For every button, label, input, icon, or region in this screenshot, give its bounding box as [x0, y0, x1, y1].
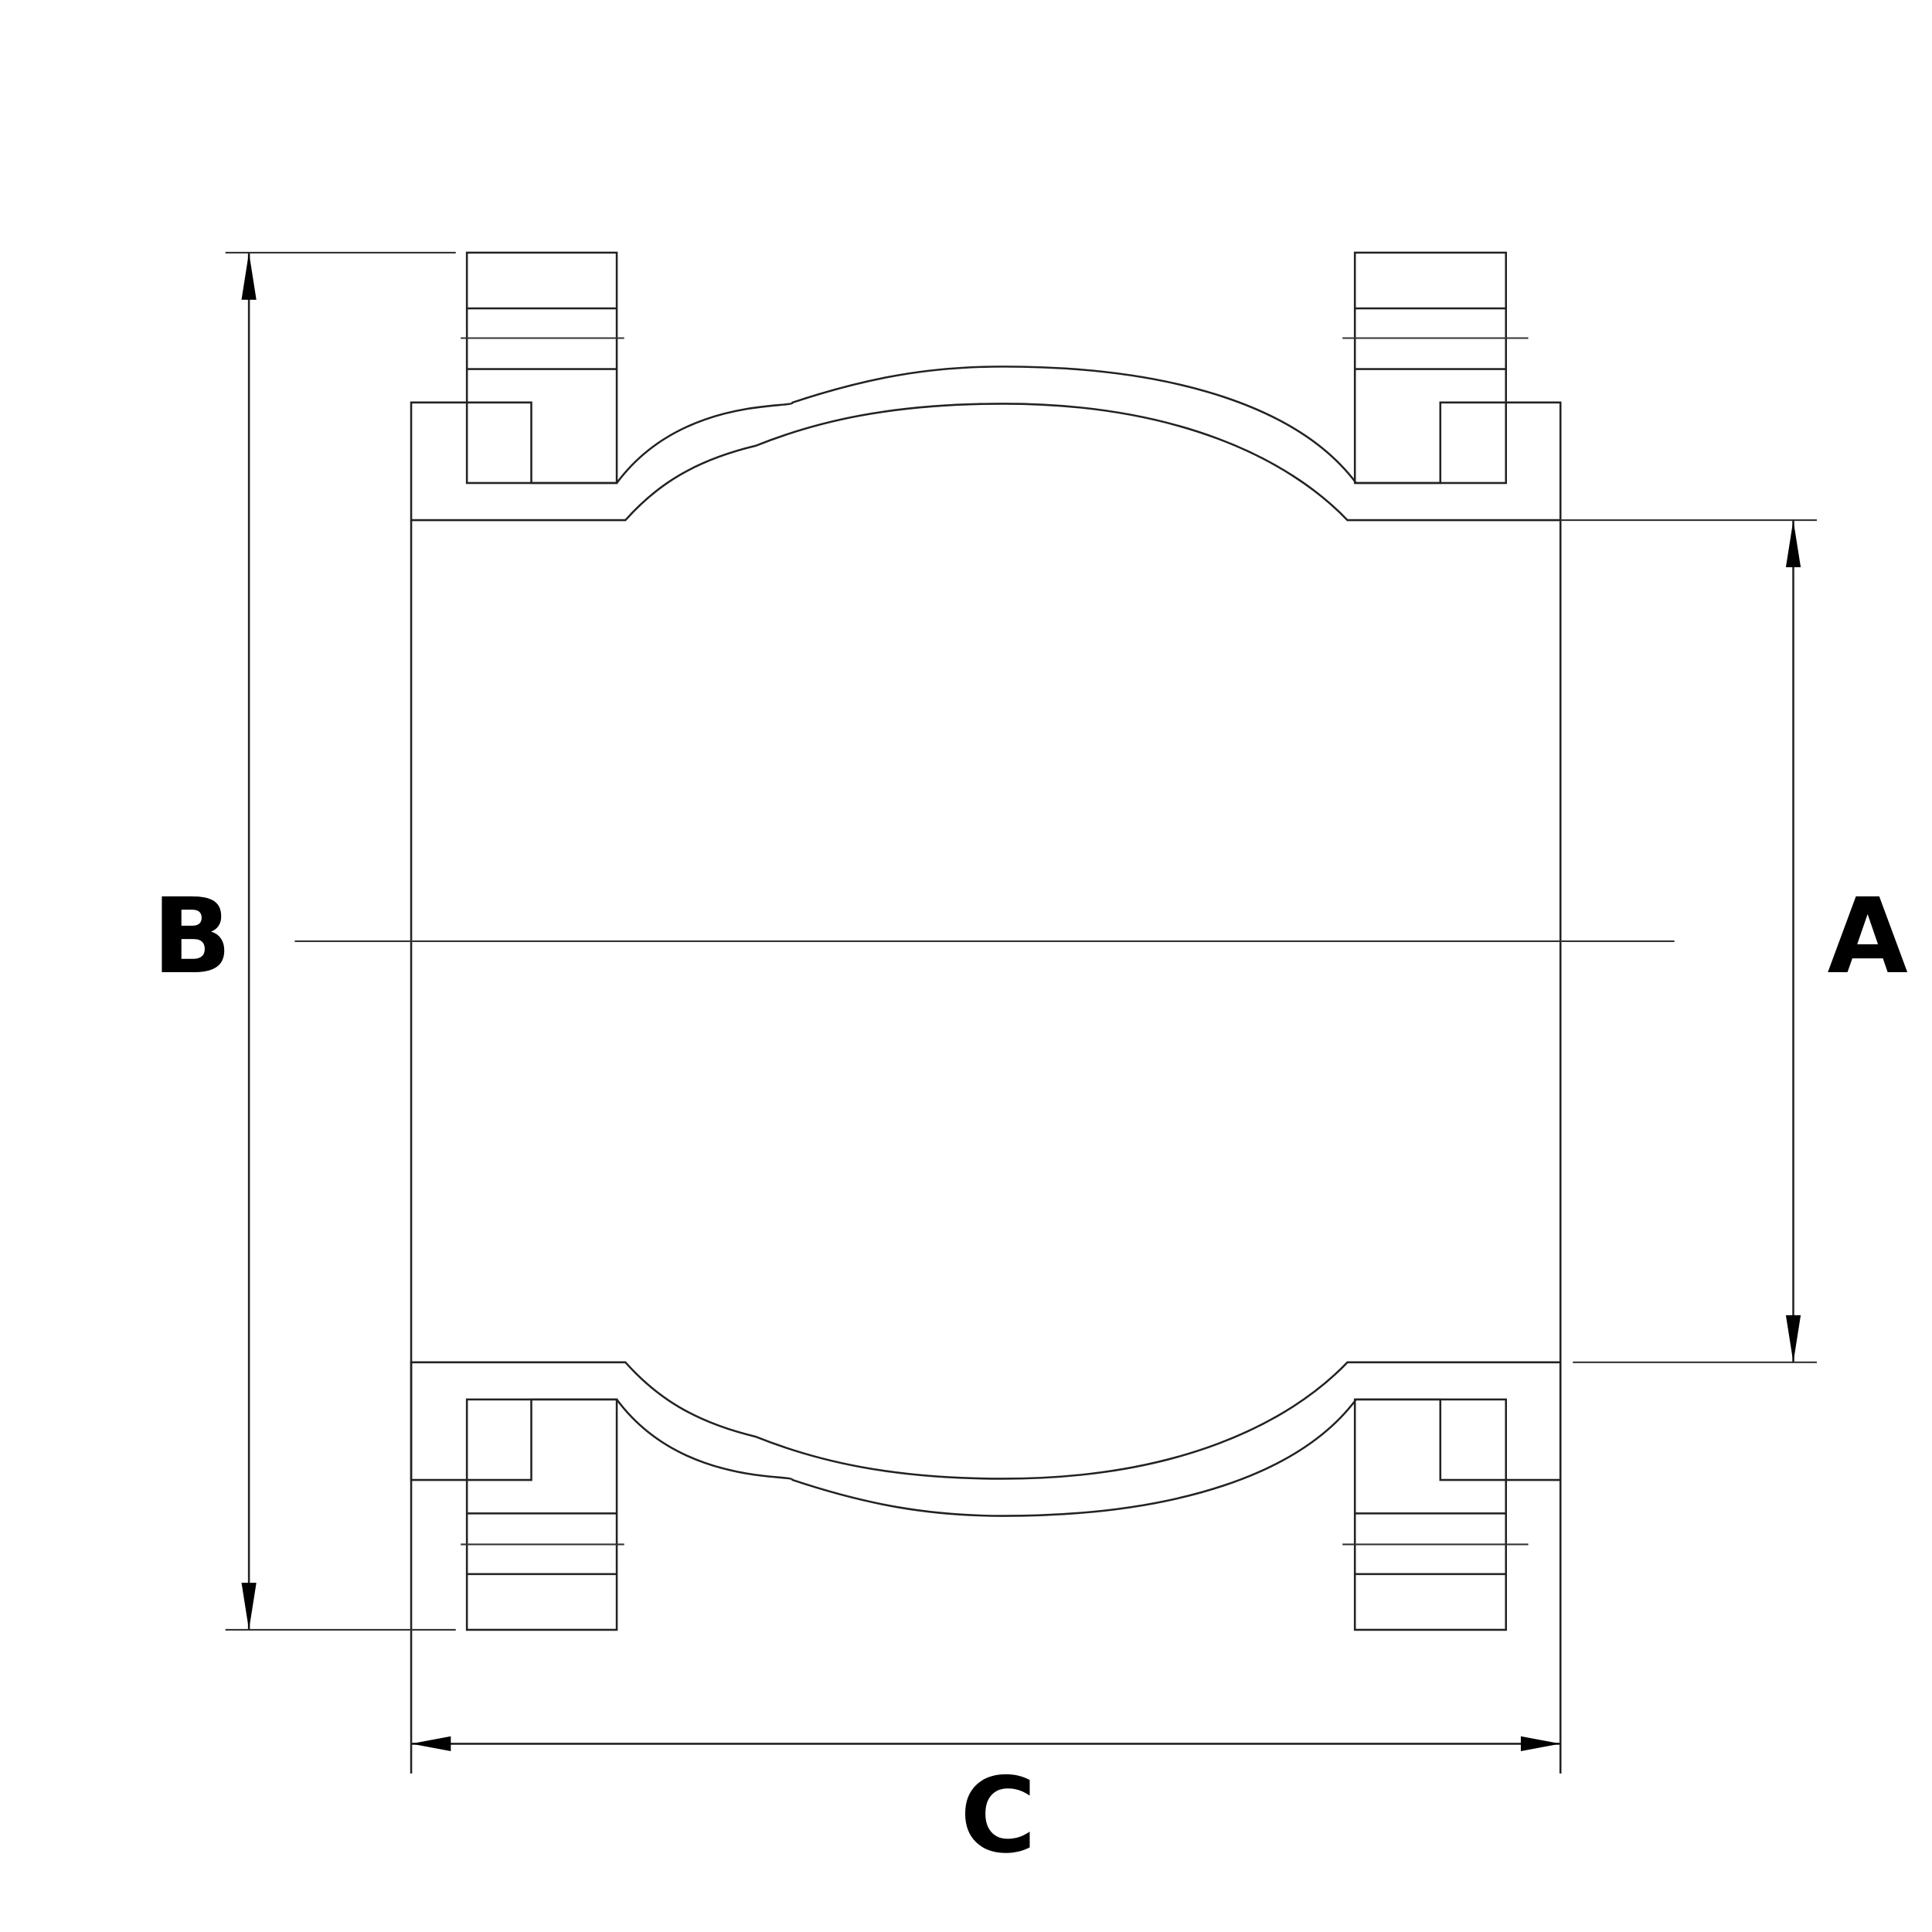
dim-a-arrow-bottom	[1785, 1315, 1801, 1362]
dim-a-arrow-top	[1785, 520, 1801, 567]
dim-b-arrow-top	[241, 252, 257, 300]
dim-label-a: A	[1828, 876, 1908, 997]
dim-b-arrow-bottom	[241, 1583, 257, 1630]
dim-label-b: B	[152, 876, 232, 997]
bottom-section	[410, 1361, 1562, 1631]
dim-c-arrow-right	[1520, 1736, 1561, 1752]
dim-c-arrow-left	[411, 1736, 451, 1752]
top-section	[410, 251, 1562, 522]
dim-label-c: C	[960, 1755, 1036, 1876]
